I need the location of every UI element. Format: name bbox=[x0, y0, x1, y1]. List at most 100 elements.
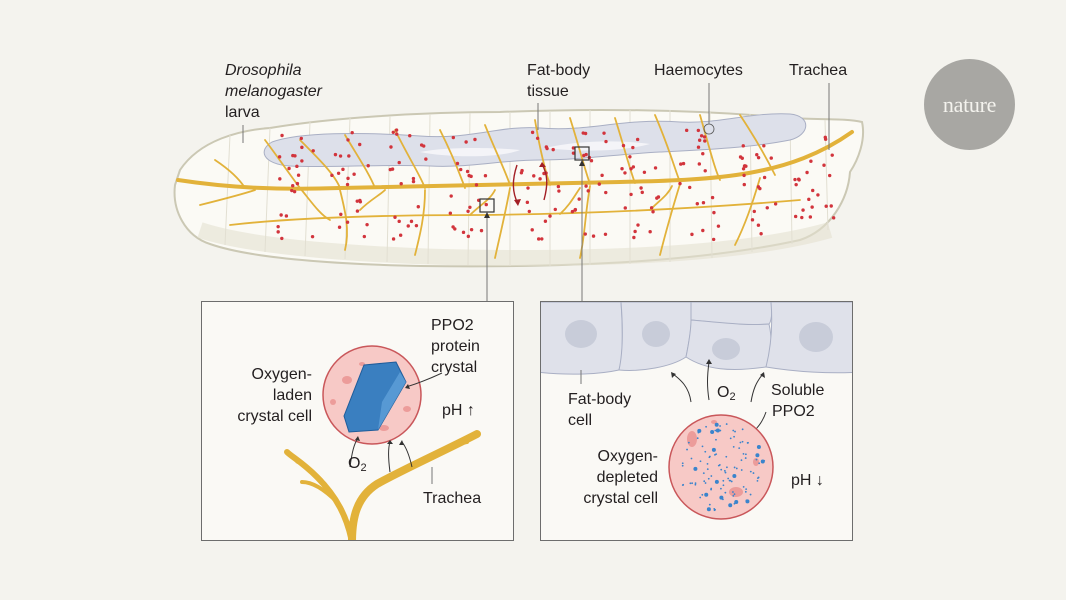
haemocyte bbox=[398, 233, 403, 237]
ppo2-speck bbox=[724, 471, 727, 474]
ppo2-speck bbox=[726, 466, 728, 469]
ppo2-speck bbox=[703, 480, 706, 483]
haemocyte bbox=[390, 167, 395, 171]
ppo2-speck bbox=[732, 445, 735, 448]
ppo2-speck bbox=[720, 468, 723, 471]
haemocyte bbox=[556, 184, 561, 189]
haemocyte bbox=[631, 145, 635, 150]
haemocyte bbox=[280, 236, 284, 241]
panel-oxygen-laden: Oxygen- laden crystal cell PPO2 protein … bbox=[201, 301, 514, 541]
haemocyte bbox=[703, 139, 707, 143]
o2-sub: 2 bbox=[360, 462, 367, 474]
haemocyte bbox=[277, 155, 282, 159]
ppo2-speck bbox=[714, 422, 719, 427]
haemocyte bbox=[411, 176, 416, 181]
soluble-label-1: Soluble bbox=[771, 382, 825, 399]
haemocyte bbox=[362, 234, 367, 239]
haemocyte bbox=[636, 223, 640, 227]
haemocyte bbox=[545, 146, 549, 151]
haemocyte bbox=[279, 213, 283, 217]
ppo2-speck bbox=[723, 469, 726, 472]
ppo2-speck bbox=[741, 440, 744, 443]
fat-cell-label-2: cell bbox=[568, 412, 593, 429]
haemocyte bbox=[762, 144, 766, 148]
haemocyte bbox=[623, 206, 627, 210]
left-cell-label-2: laden bbox=[272, 387, 312, 404]
haemocyte bbox=[589, 158, 594, 163]
haemocyte bbox=[526, 186, 530, 190]
haemocyte bbox=[699, 134, 704, 138]
ppo2-speck bbox=[729, 479, 732, 482]
haemocyte bbox=[597, 182, 601, 186]
haemocyte bbox=[466, 209, 470, 213]
haemocyte bbox=[310, 234, 315, 239]
haemocyte bbox=[697, 162, 702, 166]
haemocyte bbox=[280, 133, 284, 138]
ppo2-speck bbox=[744, 490, 747, 493]
haemocyte bbox=[679, 162, 683, 166]
haemocyte bbox=[573, 207, 578, 212]
haemocyte bbox=[551, 147, 555, 152]
soluble-ppo2-dots bbox=[681, 422, 766, 512]
ppo2-speck bbox=[749, 470, 752, 473]
haemocyte bbox=[365, 222, 369, 227]
haemocyte bbox=[416, 205, 420, 209]
haemocyte bbox=[469, 227, 474, 232]
haemocyte bbox=[829, 204, 833, 208]
haemocyte bbox=[702, 135, 707, 139]
ppo2-speck bbox=[704, 482, 707, 484]
haemocyte bbox=[603, 232, 608, 236]
haemocyte bbox=[639, 186, 643, 190]
haemocyte bbox=[455, 161, 460, 166]
haemocyte bbox=[793, 177, 797, 182]
haemocyte bbox=[742, 182, 746, 187]
ppo2-speck bbox=[714, 479, 719, 484]
ppo2-speck bbox=[755, 458, 758, 461]
haemocyte bbox=[629, 167, 633, 171]
ppo2-speck bbox=[719, 429, 722, 432]
ppo2-speck bbox=[760, 459, 765, 464]
ppo2-speck bbox=[740, 469, 743, 471]
ppo2-speck bbox=[704, 450, 707, 453]
ppo2-speck bbox=[686, 448, 688, 451]
ppo2-speck bbox=[699, 496, 702, 499]
ppo2-speck bbox=[735, 467, 738, 470]
ppo2-speck bbox=[702, 472, 705, 475]
o2-sub: 2 bbox=[729, 391, 736, 403]
haemocyte bbox=[538, 177, 542, 181]
haemocyte bbox=[822, 163, 826, 167]
ppo2-speck bbox=[744, 457, 747, 459]
left-panel-art bbox=[284, 345, 481, 540]
haemocyte bbox=[287, 166, 291, 171]
haemocyte bbox=[339, 212, 343, 217]
o2-base: O bbox=[348, 455, 361, 472]
trachea-label: Trachea bbox=[789, 62, 848, 79]
right-cell-label-3: crystal cell bbox=[583, 490, 658, 507]
haemocyte bbox=[484, 202, 488, 207]
ppo2-speck bbox=[714, 429, 717, 432]
haemocyte bbox=[684, 128, 689, 133]
ppo2-speck bbox=[745, 499, 750, 504]
haemocyte bbox=[808, 215, 813, 219]
ppo2-speck bbox=[705, 425, 707, 428]
haemocyte bbox=[536, 237, 541, 241]
ppo2-speck bbox=[734, 430, 736, 433]
ppo2-speck bbox=[730, 480, 733, 483]
ppo2-speck bbox=[707, 477, 710, 480]
ppo2-speck bbox=[715, 428, 720, 433]
haemocyte bbox=[696, 128, 701, 133]
trachea-network bbox=[176, 114, 854, 259]
ppo2-speck bbox=[681, 464, 684, 467]
left-cell-label-3: crystal cell bbox=[237, 408, 312, 425]
haemocyte bbox=[831, 216, 836, 220]
haemocyte bbox=[756, 223, 761, 227]
ppo2-speck bbox=[689, 482, 692, 485]
ppo2-speck bbox=[708, 503, 711, 506]
haemocyte bbox=[805, 170, 809, 175]
haemocyte bbox=[711, 237, 716, 242]
haemocyte bbox=[341, 167, 345, 172]
haemocyte bbox=[366, 164, 370, 168]
ppo2-speck bbox=[706, 468, 709, 471]
right-cell-label-1: Oxygen- bbox=[597, 448, 658, 465]
ppo2-speck bbox=[744, 453, 747, 456]
